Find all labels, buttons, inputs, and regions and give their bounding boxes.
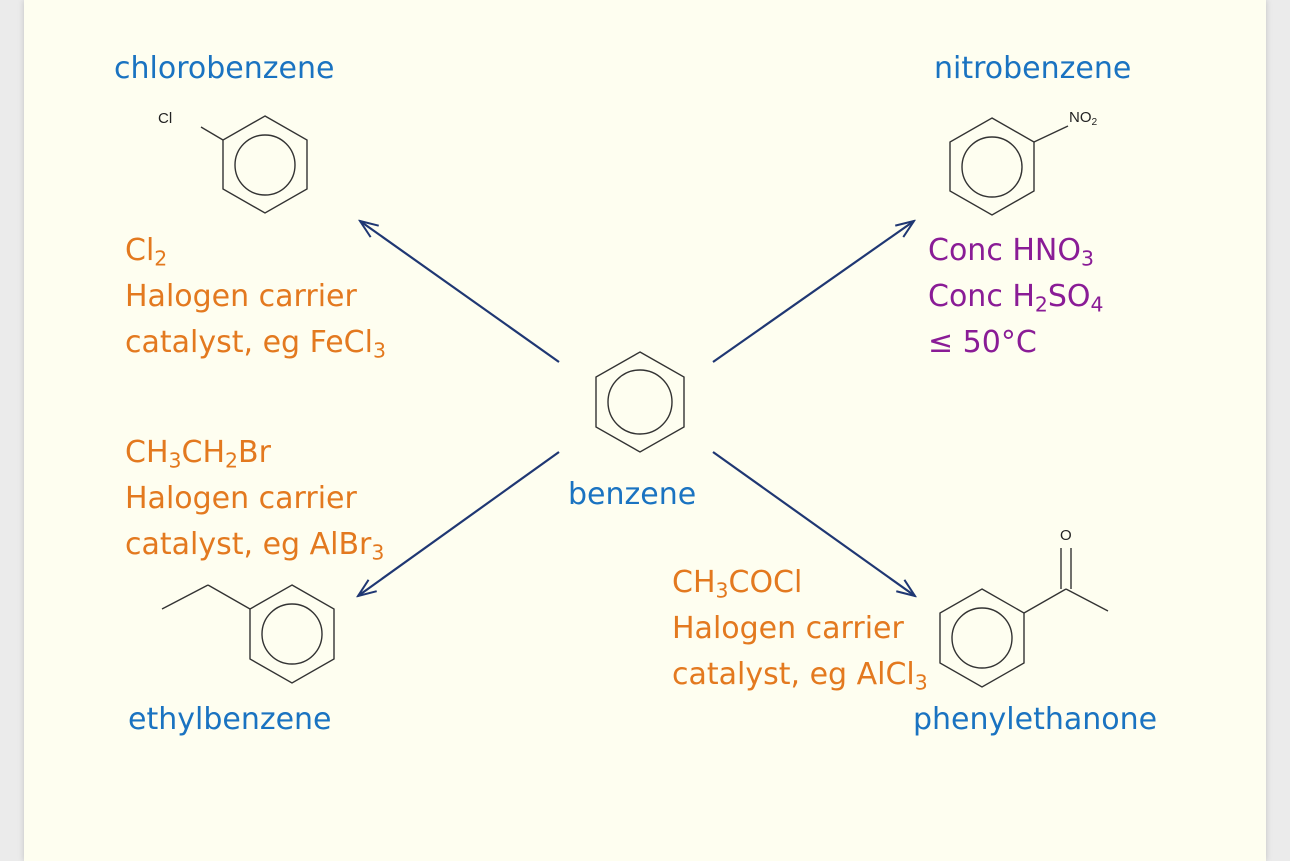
phenylethanone-structure [939, 548, 1109, 688]
ethylbenzene-structure [161, 584, 335, 684]
alkylation-reagent-text-c: Br [238, 435, 271, 470]
chlorination-catalyst-subscript: 3 [372, 338, 386, 363]
acylation-reagent-subscript: 3 [715, 578, 729, 603]
nitration-temperature: ≤ 50°C [928, 325, 1037, 360]
chlorination-conditions: Cl2 Halogen carrier catalyst, eg FeCl3 [125, 228, 386, 366]
nitration-sulfuric-acid: Conc H2SO4 [928, 274, 1104, 320]
acylation-catalyst: catalyst, eg AlCl3 [672, 652, 928, 698]
phenylethanone-label: phenylethanone [913, 702, 1158, 737]
nitration-nitric-acid-subscript: 3 [1080, 246, 1094, 271]
nitration-nitric-acid: Conc HNO3 [928, 228, 1104, 274]
chlorination-reagent-text: Cl [125, 233, 155, 268]
alkylation-conditions: CH3CH2Br Halogen carrier catalyst, eg Al… [125, 430, 384, 568]
nitration-nitric-acid-text: Conc HNO [928, 233, 1081, 268]
acylation-conditions: CH3COCl Halogen carrier catalyst, eg AlC… [672, 560, 928, 698]
nitration-conditions: Conc HNO3 Conc H2SO4 ≤ 50°C [928, 228, 1104, 366]
benzene-structure [595, 351, 685, 453]
acylation-reagent-text-a: CH [672, 565, 716, 600]
chlorobenzene-label: chlorobenzene [114, 51, 335, 86]
acylation-catalyst-text: catalyst, eg AlCl [672, 657, 915, 692]
arrow-to-chlorobenzene [360, 221, 560, 363]
alkylation-reagent-text-b: CH [181, 435, 226, 470]
acylation-reagent: CH3COCl [672, 560, 928, 606]
alkylation-catalyst-subscript: 3 [371, 540, 385, 565]
chlorobenzene-structure [200, 115, 308, 214]
alkylation-reagent-text-a: CH [125, 435, 169, 470]
nitro-group-subscript: 2 [1091, 116, 1098, 128]
reaction-diagram [161, 115, 1109, 688]
nitrobenzene-label: nitrobenzene [934, 51, 1132, 86]
nitrobenzene-structure [949, 117, 1069, 216]
nitration-sulfuric-acid-text-a: Conc H [928, 279, 1035, 314]
alkylation-reagent-subscript-2: 2 [225, 448, 238, 473]
acylation-carrier: Halogen carrier [672, 611, 904, 646]
chlorination-carrier: Halogen carrier [125, 279, 357, 314]
nitration-sulfuric-acid-subscript-2: 4 [1090, 292, 1104, 317]
nitro-group-text: NO [1069, 109, 1092, 126]
chlorine-atom-label: Cl [158, 110, 173, 127]
acylation-reagent-text-b: COCl [728, 565, 803, 600]
nitration-sulfuric-acid-subscript-1: 2 [1034, 292, 1048, 317]
alkylation-carrier: Halogen carrier [125, 481, 357, 516]
alkylation-catalyst: catalyst, eg AlBr3 [125, 522, 384, 568]
chlorination-reagent-subscript: 2 [154, 246, 168, 271]
acylation-catalyst-subscript: 3 [914, 670, 928, 695]
nitro-group-label: NO2 [1069, 109, 1098, 128]
chlorination-catalyst: catalyst, eg FeCl3 [125, 320, 386, 366]
alkylation-catalyst-text: catalyst, eg AlBr [125, 527, 372, 562]
benzene-label: benzene [568, 477, 697, 512]
oxygen-atom-label: O [1060, 527, 1072, 544]
arrow-to-phenylethanone [712, 451, 915, 596]
chlorination-catalyst-text: catalyst, eg FeCl [125, 325, 373, 360]
chlorination-reagent: Cl2 [125, 228, 386, 274]
slide: Cl NO2 O chlorobenzene nitrobenzene benz… [24, 0, 1266, 861]
arrow-to-ethylbenzene [358, 451, 560, 596]
nitration-sulfuric-acid-text-b: SO [1047, 279, 1091, 314]
arrow-to-nitrobenzene [712, 221, 914, 363]
alkylation-reagent-subscript-1: 3 [168, 448, 182, 473]
alkylation-reagent: CH3CH2Br [125, 430, 384, 476]
ethylbenzene-label: ethylbenzene [128, 702, 332, 737]
